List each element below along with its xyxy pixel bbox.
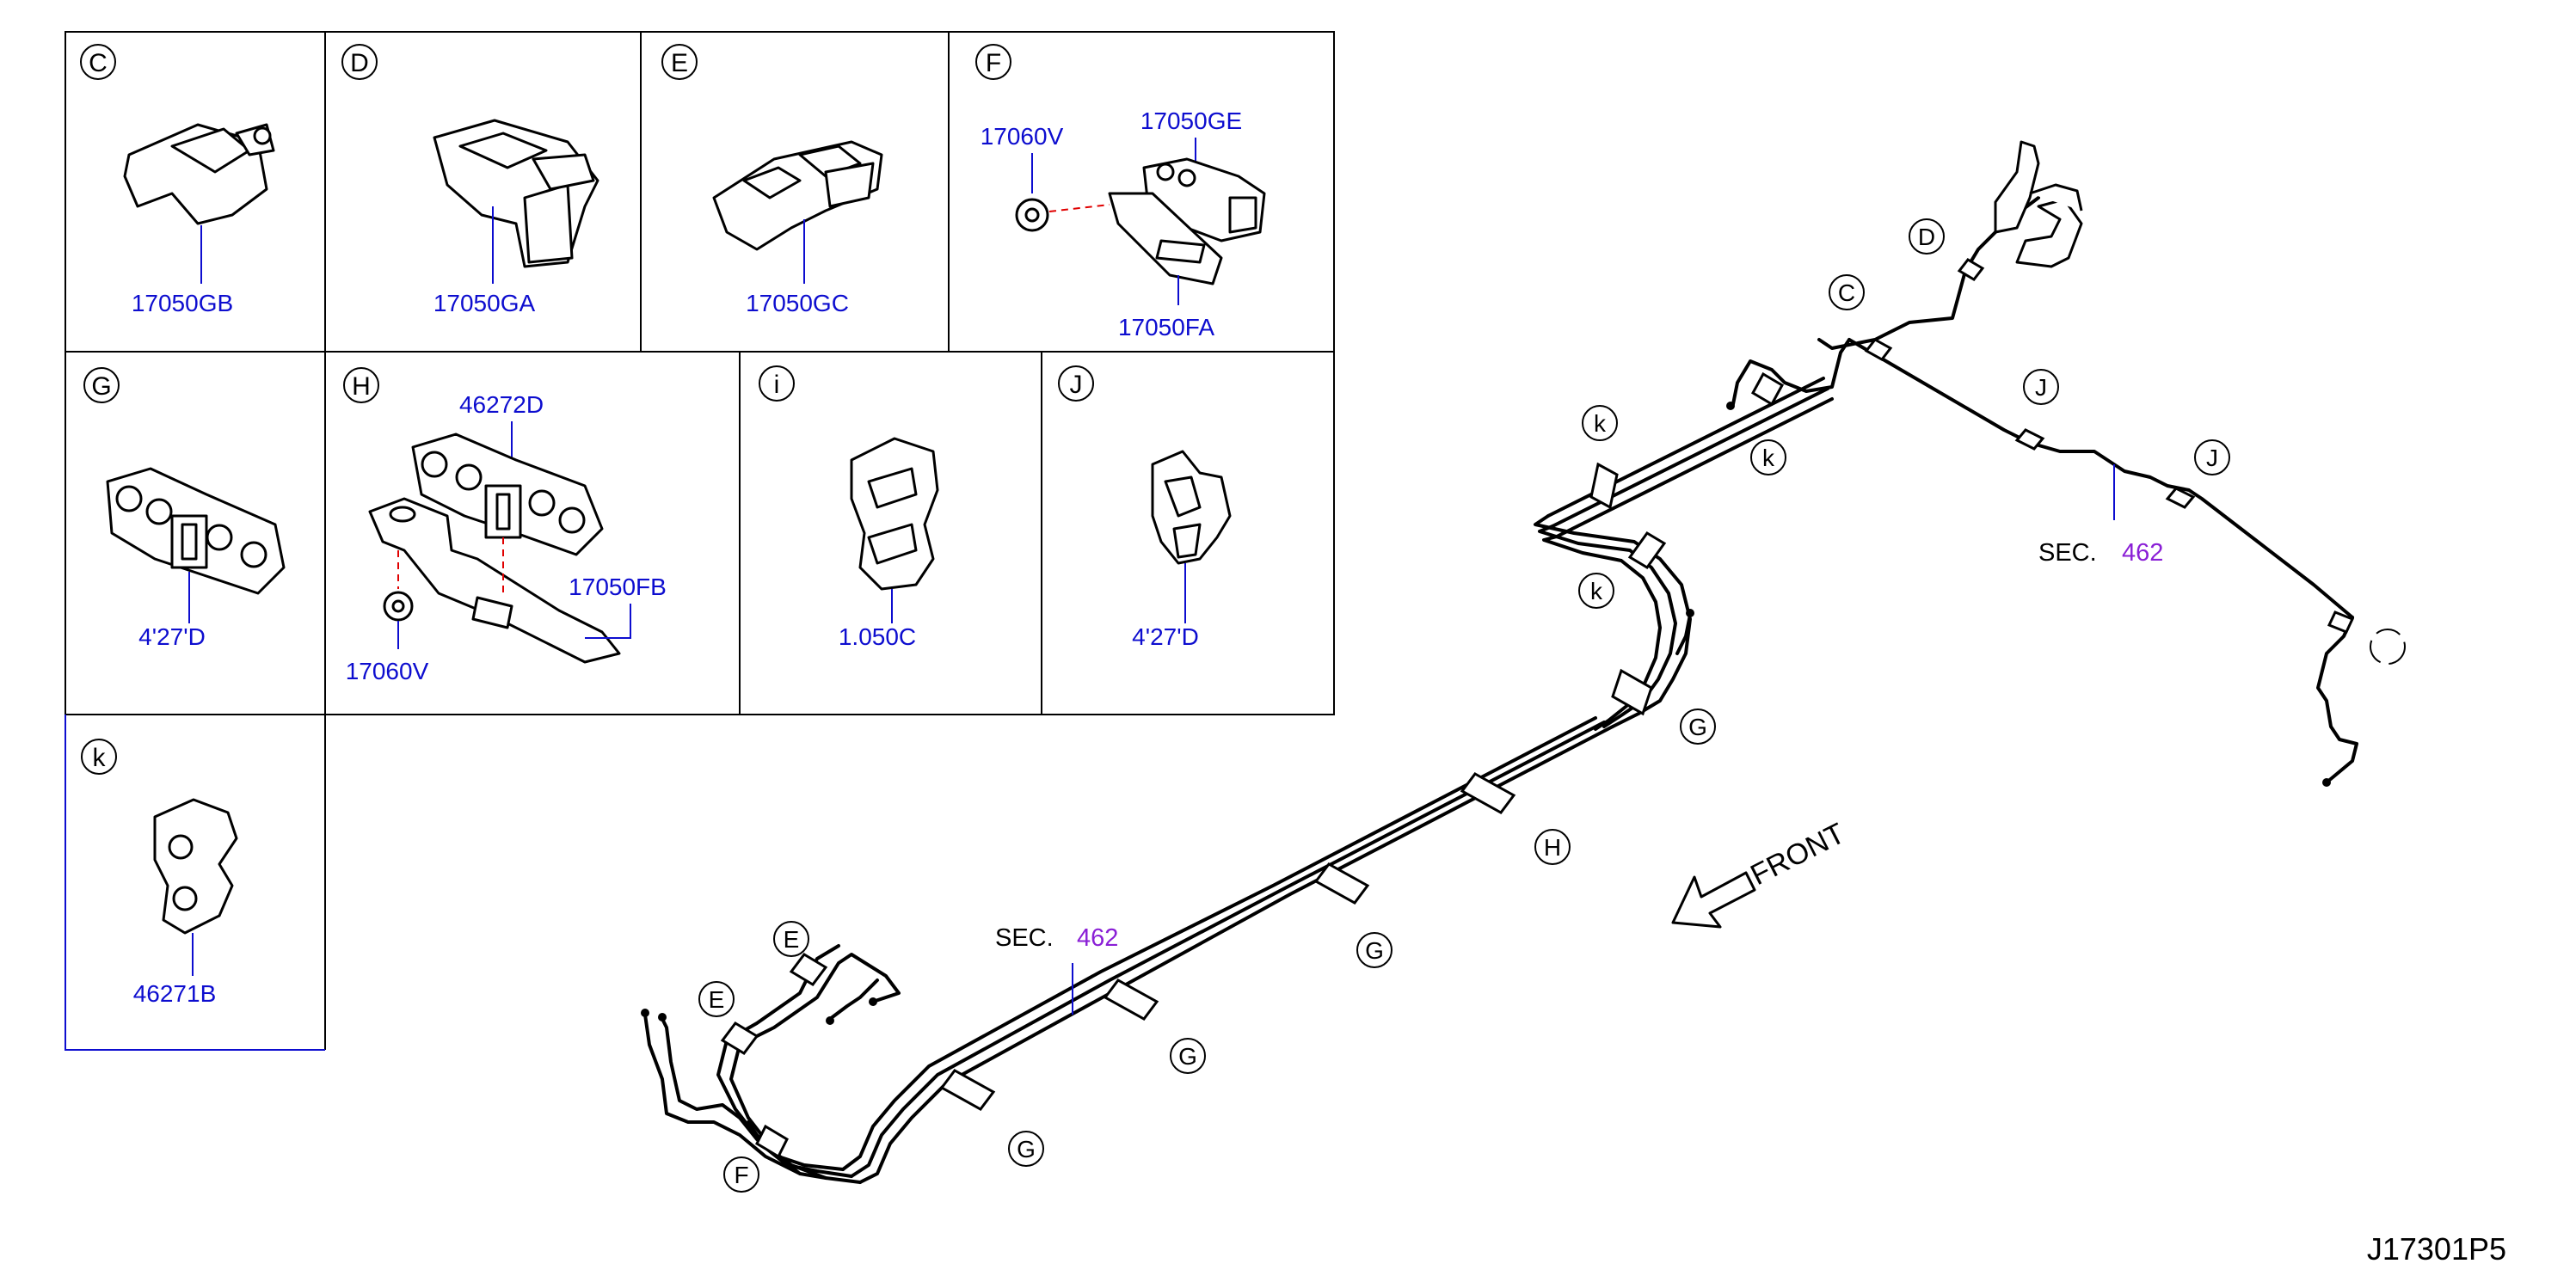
part-j: 4'27'D xyxy=(1132,623,1199,650)
detail-cell-c: C 17050GB xyxy=(80,44,275,316)
detail-cell-k-border xyxy=(65,715,325,1051)
cell-letter-f: F xyxy=(986,49,1001,77)
bracket-17050fb-icon xyxy=(368,497,621,664)
callout-k-3: k xyxy=(1590,578,1603,604)
valve-block-icon xyxy=(1994,140,2083,268)
callout-j-1: J xyxy=(2035,374,2047,401)
callout-k-1: k xyxy=(1594,410,1607,437)
callout-e-1: E xyxy=(784,926,800,953)
nut-icon-h xyxy=(383,591,414,622)
clip-46271b-icon xyxy=(153,798,238,935)
part-46271b: 46271B xyxy=(133,980,217,1007)
part-17050gb: 17050GB xyxy=(132,290,233,316)
part-46272d: 46272D xyxy=(459,391,544,418)
sec-number-right: 462 xyxy=(2122,539,2163,567)
callout-c: C xyxy=(1838,279,1855,306)
clip-double-icon xyxy=(850,437,939,591)
callout-h: H xyxy=(1544,834,1561,861)
cell-letter-e: E xyxy=(671,49,688,77)
detail-cell-k: k 46271B xyxy=(81,739,238,1007)
part-17060v-h: 17060V xyxy=(346,658,429,684)
detail-cell-e: E 17050GC xyxy=(661,44,883,316)
sec-number-center: 462 xyxy=(1077,924,1118,952)
part-17060v-f: 17060V xyxy=(981,123,1064,150)
section-ref-center: SEC. 462 xyxy=(995,924,1118,952)
part-17050ga: 17050GA xyxy=(433,290,536,316)
part-17050ge: 17050GE xyxy=(1140,107,1242,134)
pipe-assembly xyxy=(641,140,2358,1184)
callout-g-4: G xyxy=(1017,1136,1036,1163)
front-label: FRONT xyxy=(1745,817,1850,892)
clip-17050gb-icon xyxy=(123,123,275,225)
callout-g-1: G xyxy=(1688,714,1707,740)
detail-cell-i: i 1.050C xyxy=(759,365,939,650)
part-g: 4'27'D xyxy=(138,623,206,650)
detail-cell-h: H 46272D 17050FB 17060V xyxy=(343,367,667,684)
cell-letter-g: G xyxy=(91,372,111,401)
front-arrow-icon xyxy=(1671,871,1756,929)
callout-k-2: k xyxy=(1762,445,1775,471)
callout-g-3: G xyxy=(1178,1043,1197,1070)
sec-label-center: SEC. xyxy=(995,924,1054,952)
part-17050fa: 17050FA xyxy=(1118,314,1214,340)
detail-cell-j: J 4'27'D xyxy=(1058,365,1232,650)
cell-letter-h: H xyxy=(352,372,371,401)
part-17050fb: 17050FB xyxy=(569,574,667,600)
callout-d: D xyxy=(1918,224,1935,250)
bracket-17050fa-icon xyxy=(1108,192,1223,285)
cell-letter-c: C xyxy=(89,49,108,77)
callout-f: F xyxy=(734,1162,748,1188)
section-ref-right: SEC. 462 xyxy=(2038,539,2163,567)
callout-g-2: G xyxy=(1365,937,1384,964)
clip-46272d-icon xyxy=(411,432,604,556)
callout-j-2: J xyxy=(2206,445,2218,471)
cell-letter-i: i xyxy=(774,371,780,399)
detail-cell-g: G 4'27'D xyxy=(83,367,286,650)
drawing-id: J17301P5 xyxy=(2367,1231,2506,1267)
nut-icon xyxy=(1015,198,1049,232)
detail-cell-d: D 17050GA xyxy=(341,44,599,316)
clip-17050ga-icon xyxy=(433,119,599,268)
clip-single-icon xyxy=(1151,450,1232,565)
detail-grid xyxy=(65,31,1335,1050)
sec-label-right: SEC. xyxy=(2038,539,2097,567)
detail-cell-f: F 17060V 17050GE 17050FA xyxy=(975,44,1266,340)
cell-letter-k: k xyxy=(93,744,107,772)
part-17050gc: 17050GC xyxy=(746,290,849,316)
callout-e-2: E xyxy=(709,986,725,1013)
clip-17050gc-icon xyxy=(712,140,883,251)
clip-four-way-icon xyxy=(106,467,286,595)
part-i: 1.050C xyxy=(839,623,916,650)
front-arrow: FRONT xyxy=(1671,817,1850,929)
callouts: D C J J k k k G H G G G E E F xyxy=(698,218,2406,1193)
cell-letter-d: D xyxy=(350,49,369,77)
cell-letter-j: J xyxy=(1070,371,1083,399)
clamp-marks xyxy=(720,258,2355,1159)
